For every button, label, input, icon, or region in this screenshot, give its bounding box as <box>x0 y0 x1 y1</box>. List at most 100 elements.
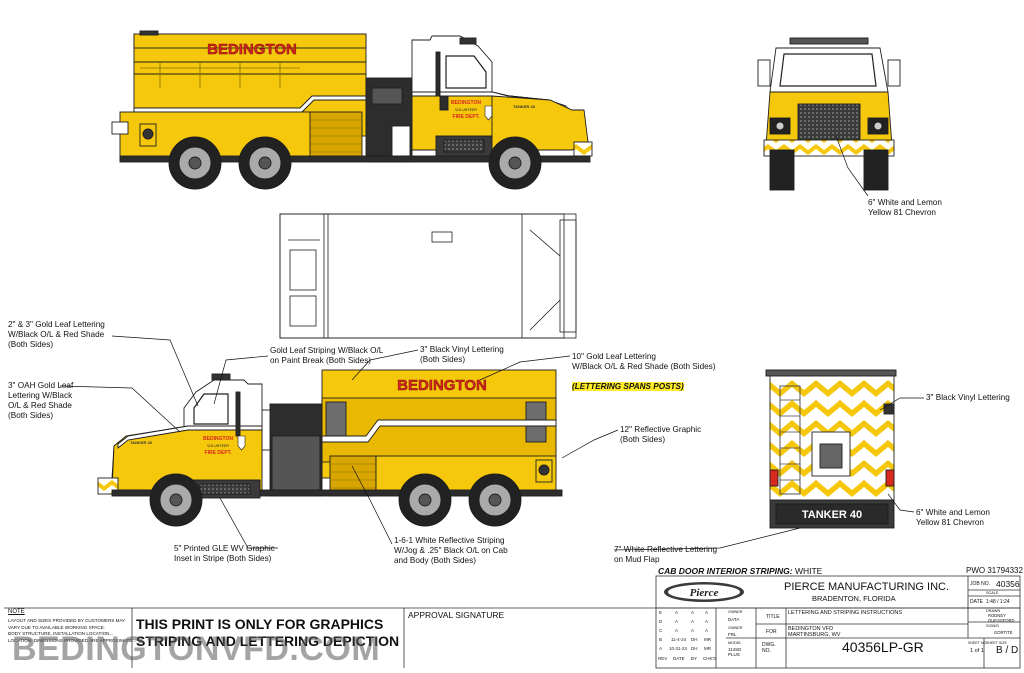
rev-cell: A <box>675 619 679 624</box>
note-label: NOTE <box>8 609 25 615</box>
rev-cell: D <box>659 619 663 624</box>
owner-value-1: DATA <box>728 617 740 622</box>
wheel <box>468 473 522 527</box>
note-gold-leaf-oah: 3" OAH Gold Leaf Lettering W/Black O/L &… <box>8 381 74 420</box>
note-gold-leaf-10: 10" Gold Leaf Lettering W/Black O/L & Re… <box>572 342 716 392</box>
door-lettering-2: VOLUNTEER <box>455 108 477 112</box>
tank-lettering-bottom: BEDINGTON <box>397 377 487 394</box>
drawing-title: LETTERING AND STRIPING INSTRUCTIONS <box>788 610 902 616</box>
rev-cell: MR <box>704 646 711 651</box>
note-reflective-striping: 1-6-1 White Reflective Striping W/Jog & … <box>394 536 508 565</box>
leader-lines <box>59 135 924 551</box>
model-label: MODEL <box>728 641 742 645</box>
note-gold-leaf-2-3: 2" & 3" Gold Leaf Lettering W/Black O/L … <box>8 320 105 349</box>
rev-cell: E <box>659 610 663 615</box>
rev-cell: A <box>705 619 709 624</box>
note-gold-striping: Gold Leaf Striping W/Black O/L on Paint … <box>270 346 384 365</box>
truck-front-view <box>757 37 901 191</box>
job-no-label: JOB NO. <box>970 581 991 587</box>
approval-signature: APPROVAL SIGNATURE <box>408 610 505 620</box>
svg-text:Pierce: Pierce <box>690 587 719 599</box>
door-lettering-6: FIRE DEPT. <box>205 450 233 456</box>
truck-side-view-left <box>97 369 563 527</box>
pwo-number: PWO 31794332 <box>966 566 1023 575</box>
wheel <box>168 136 222 190</box>
sheet-label: SHEET NO <box>968 641 987 645</box>
cab-door-striping: CAB DOOR INTERIOR STRIPING: WHITE <box>658 566 822 576</box>
for-label: FOR <box>766 629 777 635</box>
rev-cell: C <box>659 628 663 633</box>
owner-label-2: OWNER <box>728 626 743 630</box>
sign-label: SIGN/D <box>986 624 1000 628</box>
note-gold-leaf-10-text: 10" Gold Leaf Lettering W/Black O/L & Re… <box>572 352 716 371</box>
revision-table: E A A A D A A A C A A A B 11-4-24 DH MR … <box>657 609 717 667</box>
note-black-vinyl-side: 3" Black Vinyl Lettering (Both Sides) <box>420 345 504 364</box>
note-text: LAYOUT AND SIZES PROVIDED BY CUSTOMERS M… <box>8 618 137 643</box>
job-no: 40356 <box>996 579 1020 589</box>
print-disclaimer-line1: THIS PRINT IS ONLY FOR GRAPHICS <box>136 616 384 632</box>
wheel <box>488 136 542 190</box>
dwg-label: DWG. NO. <box>762 642 776 654</box>
rev-cell: A <box>691 628 695 633</box>
tank-lettering-top: BEDINGTON <box>207 41 297 58</box>
door-lettering-5: VOLUNTEER <box>207 444 229 448</box>
company-city: BRADENTON, FLORIDA <box>812 594 896 603</box>
rev-cell: A <box>691 619 695 624</box>
rev-cell: A <box>705 628 709 633</box>
website-watermark: BEDINGTONVFD.COM <box>12 630 381 668</box>
drawn-label: DRAWN <box>986 609 1001 613</box>
date-label: DATE <box>970 599 983 605</box>
note-black-vinyl-rear: 3" Black Vinyl Lettering <box>926 393 1010 402</box>
mud-flap-lettering: TANKER 40 <box>802 509 862 521</box>
door-lettering-4: BEDINGTON <box>203 436 233 442</box>
note-rear-chevron: 6" White and Lemon Yellow 81 Chevron <box>916 508 990 527</box>
rev-cell: A <box>675 610 679 615</box>
scale-label: SCALE <box>986 591 999 595</box>
rev-cell: 11-4-24 <box>671 637 687 642</box>
rev-header-cell: BY <box>691 656 698 661</box>
title-block-frame <box>4 575 1021 669</box>
scale-value: 1:48 / 1:24 <box>986 599 1010 605</box>
door-lettering-3: FIRE DEPT. <box>453 114 481 120</box>
signed-by: GORTITE <box>994 630 1013 635</box>
rev-cell: A <box>705 610 709 615</box>
cab-number-lettering-top: TANKER 40 <box>513 104 536 109</box>
rev-cell: DH <box>691 646 698 651</box>
note-front-chevron: 6" White and Lemon Yellow 81 Chevron <box>868 198 942 217</box>
note-mud-flap: 7" White Reflective Lettering on Mud Fla… <box>614 545 718 564</box>
truck-rear-view <box>765 369 897 529</box>
door-lettering-1: BEDINGTON <box>451 100 481 106</box>
rev-cell: DH <box>691 637 698 642</box>
rev-cell: A <box>675 628 679 633</box>
body-plan-view <box>279 213 577 339</box>
rev-header-cell: REV <box>658 656 668 661</box>
cab-door-label: CAB DOOR INTERIOR STRIPING: <box>658 566 793 576</box>
cab-number-lettering-bottom: TANKER 40 <box>130 440 153 445</box>
size-label: SHEET SIZE <box>986 641 1007 645</box>
rev-header-cell: CHK'D <box>703 656 717 661</box>
note-spans-posts: (LETTERING SPANS POSTS) <box>572 382 684 391</box>
sheet-size: B / D <box>996 645 1019 656</box>
wheel <box>149 473 203 527</box>
for-line1: BEDINGTON VFD <box>788 626 834 632</box>
title-label: TITLE <box>766 614 780 620</box>
note-wv-graphic: 5" Printed GLE WV Graphic Inset in Strip… <box>174 544 275 563</box>
rev-header-cell: DATE <box>673 656 685 661</box>
wheel <box>398 473 452 527</box>
note-reflective-graphic: 12" Reflective Graphic (Both Sides) <box>620 425 702 444</box>
model-value: 114SD PLUS <box>728 647 742 657</box>
owner-label-1: OWNER <box>728 610 743 614</box>
pierce-logo: Pierce <box>664 582 744 602</box>
drawing-number: 40356LP-GR <box>842 639 924 655</box>
rev-cell: B <box>659 637 663 642</box>
sheet-number: 1 of 1 <box>970 648 984 654</box>
drawn-by: RODNEY GUESSFORD <box>988 613 1015 623</box>
wheel <box>238 136 292 190</box>
owner-value-2: FRL <box>728 632 737 637</box>
cab-door-value: WHITE <box>794 566 823 576</box>
rev-cell: A <box>659 646 663 651</box>
for-line2: MARTINSBURG, WV <box>788 632 841 638</box>
rev-cell: A <box>691 610 695 615</box>
rev-cell: 10-31-24 <box>669 646 688 651</box>
